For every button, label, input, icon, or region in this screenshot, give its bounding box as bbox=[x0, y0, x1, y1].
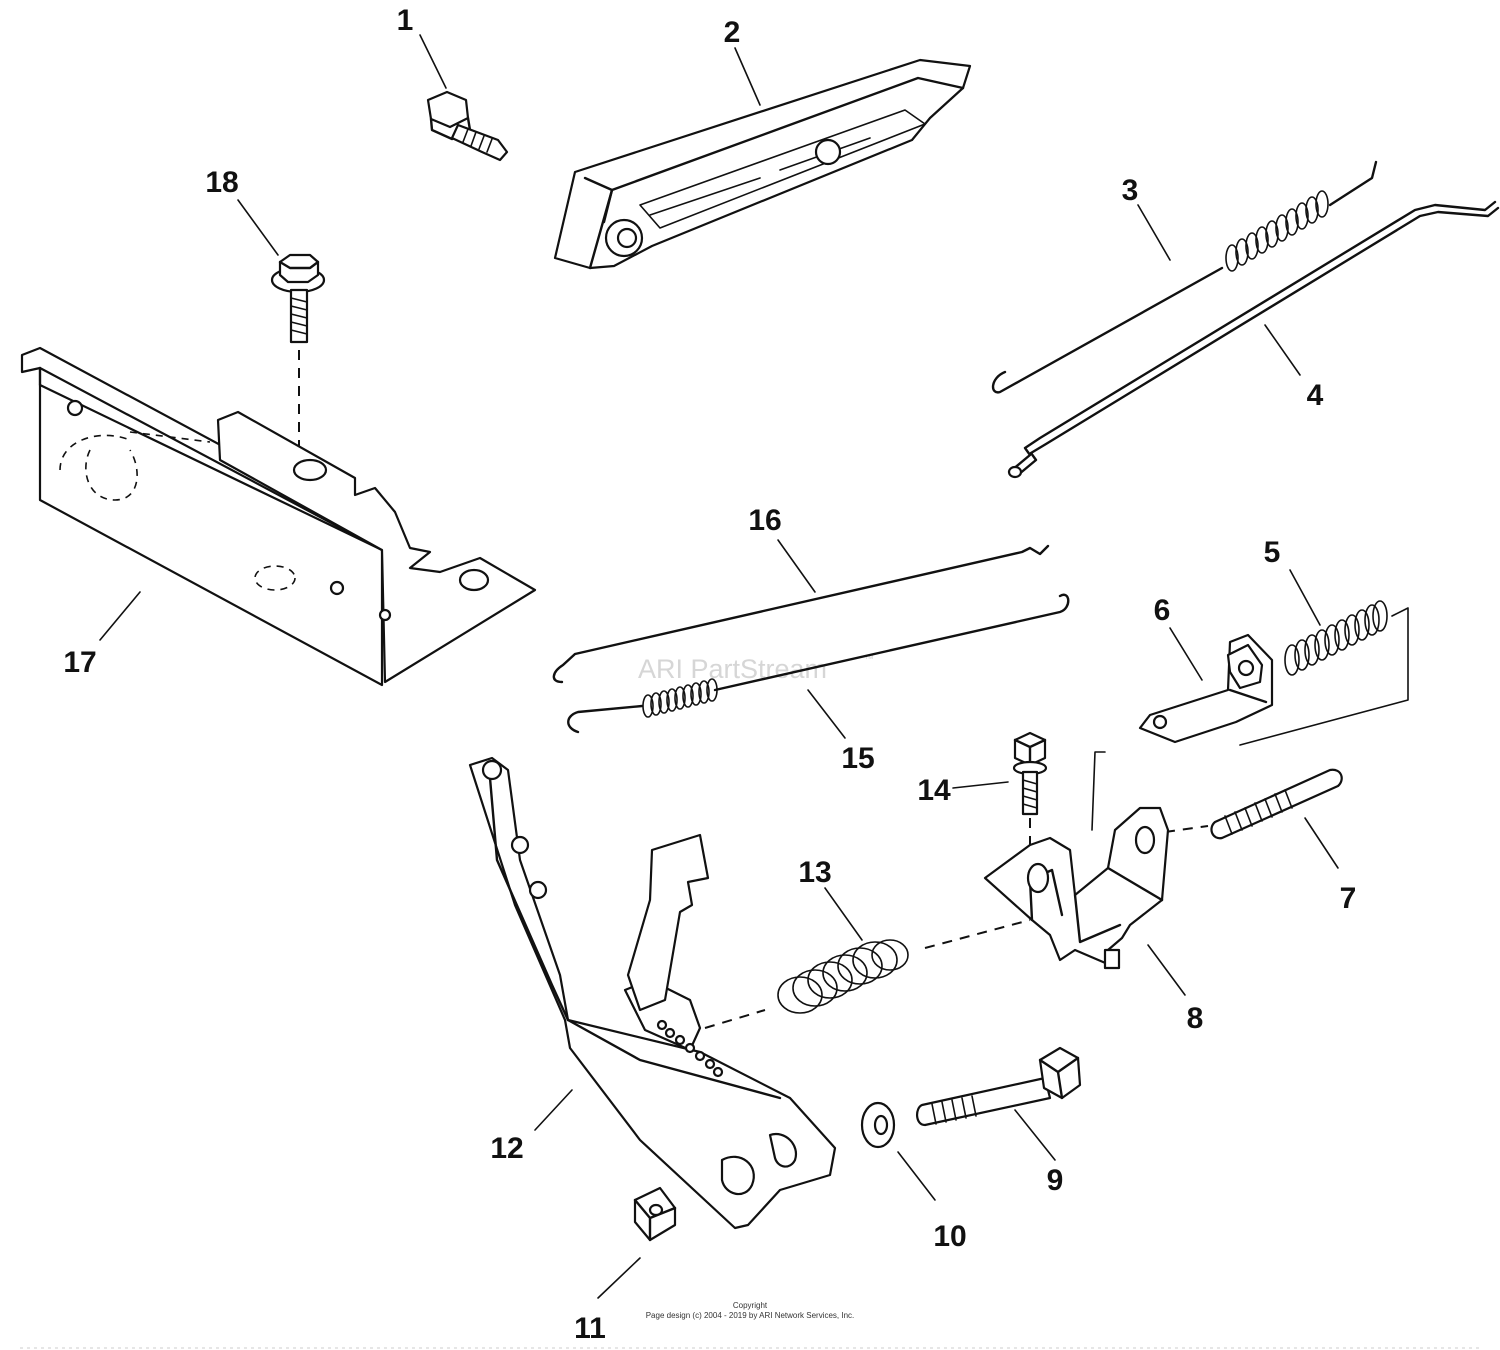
part-2-guide-bracket[interactable] bbox=[553, 58, 972, 270]
part-9-shoulder-bolt[interactable] bbox=[916, 1046, 1082, 1127]
copyright-title: Copyright bbox=[733, 1301, 768, 1310]
leader-6-to-8 bbox=[1091, 751, 1106, 831]
callout-2: 2 bbox=[724, 16, 741, 49]
part-13-spring[interactable] bbox=[777, 939, 909, 1014]
callout-18: 18 bbox=[205, 166, 238, 199]
callout-13: 13 bbox=[798, 856, 831, 889]
callout-5: 5 bbox=[1264, 536, 1281, 569]
callout-16: 16 bbox=[748, 504, 781, 537]
leader-5-to-8 bbox=[1239, 607, 1409, 746]
dash-7-to-8 bbox=[1164, 825, 1209, 833]
leader-lines bbox=[99, 34, 1339, 1299]
watermark-trademark: ™ bbox=[864, 654, 874, 665]
part-14-bolt[interactable] bbox=[1012, 731, 1048, 816]
callout-7: 7 bbox=[1340, 882, 1357, 915]
part-3-spring-rod[interactable] bbox=[991, 160, 1378, 394]
part-15-spring-rod[interactable] bbox=[567, 593, 1070, 734]
callout-3: 3 bbox=[1122, 174, 1139, 207]
part-10-washer[interactable] bbox=[860, 1101, 896, 1149]
callout-6: 6 bbox=[1154, 594, 1171, 627]
callout-1: 1 bbox=[397, 4, 414, 37]
dash-12-to-13 bbox=[704, 1009, 766, 1029]
callout-14: 14 bbox=[917, 774, 951, 807]
callout-9: 9 bbox=[1047, 1164, 1064, 1197]
part-18-bolt[interactable] bbox=[270, 253, 326, 344]
copyright-text: Page design (c) 2004 - 2019 by ARI Netwo… bbox=[646, 1311, 855, 1320]
part-11-square-nut[interactable] bbox=[633, 1186, 677, 1242]
part-16-rod[interactable] bbox=[552, 544, 1050, 684]
part-8-lever-bracket[interactable] bbox=[983, 806, 1170, 970]
part-5-spring[interactable] bbox=[1284, 600, 1388, 676]
callout-labels: 1 2 3 4 5 6 7 8 9 10 11 12 13 14 15 16 1… bbox=[63, 4, 1356, 1345]
callout-17: 17 bbox=[63, 646, 96, 679]
callout-15: 15 bbox=[841, 742, 874, 775]
part-7-stud[interactable] bbox=[1210, 768, 1343, 840]
part-17-mounting-bracket[interactable] bbox=[20, 346, 537, 687]
watermark: ARI PartStream bbox=[638, 654, 827, 684]
callout-11: 11 bbox=[574, 1312, 606, 1345]
callout-4: 4 bbox=[1307, 379, 1324, 412]
part-12-governor-lever[interactable] bbox=[468, 756, 837, 1230]
part-6-plate[interactable] bbox=[1138, 633, 1274, 744]
dash-13-to-8 bbox=[924, 919, 1031, 949]
callout-12: 12 bbox=[490, 1132, 523, 1165]
part-4-governor-rod[interactable] bbox=[1007, 200, 1500, 479]
part-1-flange-bolt[interactable] bbox=[426, 90, 509, 162]
callout-8: 8 bbox=[1187, 1002, 1204, 1035]
callout-10: 10 bbox=[933, 1220, 966, 1253]
